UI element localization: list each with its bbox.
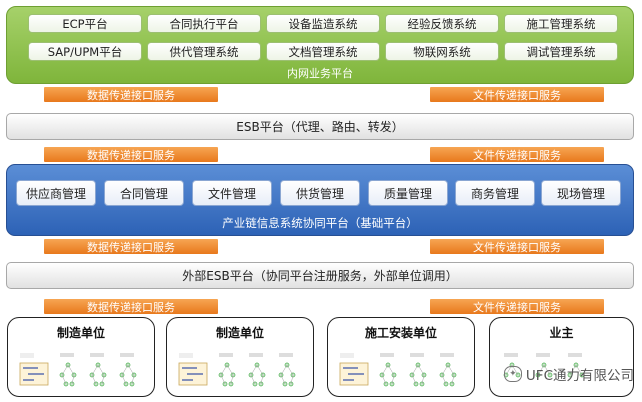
system-construction-management[interactable]: 施工管理系统 <box>504 14 618 33</box>
external-esb-platform-bar: 外部ESB平台（协同平台注册服务，外部单位调用） <box>6 262 634 289</box>
module-business-management[interactable]: 商务管理 <box>455 180 535 206</box>
module-file-management[interactable]: 文件管理 <box>192 180 272 206</box>
watermark-text: UFC通力有限公司 <box>525 368 634 384</box>
file-interface-arrow: 文件传递接口服务 <box>430 239 604 254</box>
data-interface-arrow: 数据传递接口服务 <box>44 147 218 162</box>
file-interface-arrow: 文件传递接口服务 <box>430 147 604 162</box>
system-equipment-supervision[interactable]: 设备监造系统 <box>266 14 380 33</box>
intranet-platform-label: 内网业务平台 <box>287 67 353 80</box>
party-system-thumbnail <box>19 353 137 387</box>
system-iot[interactable]: 物联网系统 <box>385 42 499 61</box>
file-interface-arrow: 文件传递接口服务 <box>430 299 604 314</box>
party-owner[interactable]: 业主 <box>489 317 634 397</box>
wechat-icon: ✦ <box>503 366 522 382</box>
system-supply-management[interactable]: 供代管理系统 <box>147 42 261 61</box>
system-document-management[interactable]: 文档管理系统 <box>266 42 380 61</box>
party-manufacturer-2[interactable]: 制造单位 <box>166 317 314 397</box>
system-commissioning-management[interactable]: 调试管理系统 <box>504 42 618 61</box>
system-contract-execution[interactable]: 合同执行平台 <box>147 14 261 33</box>
module-delivery-management[interactable]: 供货管理 <box>280 180 360 206</box>
module-contract-management[interactable]: 合同管理 <box>104 180 184 206</box>
core-platform-label: 产业链信息系统协同平台（基础平台） <box>222 216 418 230</box>
party-construction-installer[interactable]: 施工安装单位 <box>327 317 475 397</box>
system-sap-upm[interactable]: SAP/UPM平台 <box>28 42 142 61</box>
party-system-thumbnail <box>178 353 296 387</box>
module-site-management[interactable]: 现场管理 <box>541 180 621 206</box>
data-interface-arrow: 数据传递接口服务 <box>44 239 218 254</box>
data-interface-arrow: 数据传递接口服务 <box>44 87 218 102</box>
system-experience-feedback[interactable]: 经验反馈系统 <box>385 14 499 33</box>
esb-platform-bar: ESB平台（代理、路由、转发） <box>6 113 634 140</box>
party-title: 施工安装单位 <box>364 326 437 340</box>
system-ecp[interactable]: ECP平台 <box>28 14 142 33</box>
party-manufacturer-1[interactable]: 制造单位 <box>7 317 155 397</box>
party-title: 制造单位 <box>56 326 105 340</box>
module-supplier-management[interactable]: 供应商管理 <box>16 180 96 206</box>
party-title: 制造单位 <box>215 326 264 340</box>
party-title: 业主 <box>549 326 574 340</box>
data-interface-arrow: 数据传递接口服务 <box>44 299 218 314</box>
party-system-thumbnail <box>339 353 457 387</box>
file-interface-arrow: 文件传递接口服务 <box>430 87 604 102</box>
module-quality-management[interactable]: 质量管理 <box>368 180 448 206</box>
watermark: ✦ UFC通力有限公司 <box>503 364 634 384</box>
